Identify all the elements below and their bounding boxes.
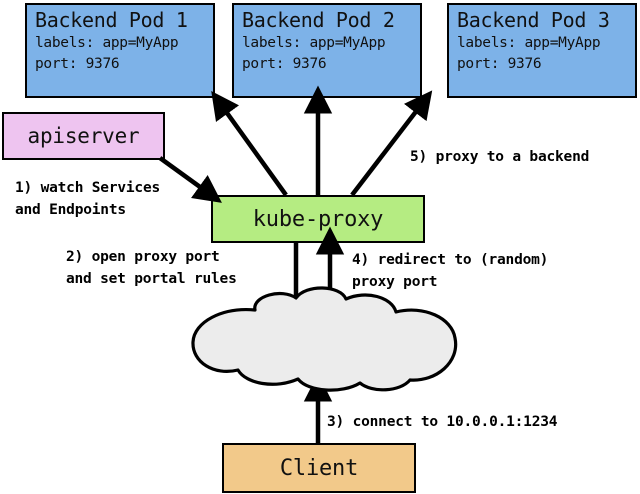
backend-pod-3-labels: labels: app=MyApp [457, 35, 601, 51]
arrow-kubeproxy-to-pod-3 [350, 90, 433, 197]
backend-pod-2-title: Backend Pod 2 [242, 8, 395, 32]
client-label: Client [279, 455, 359, 481]
step-2-line-1: 2) open proxy port [66, 249, 220, 265]
arrow-kubeproxy-to-pod-1 [211, 91, 288, 197]
step-5-line-1: 5) proxy to a backend [410, 149, 590, 165]
step-1-line-2: and Endpoints [15, 202, 126, 218]
backend-pod-1-title: Backend Pod 1 [35, 8, 188, 32]
backend-pod-3-title: Backend Pod 3 [457, 8, 610, 32]
apiserver-box[interactable]: apiserver [2, 112, 165, 160]
backend-pod-2-box[interactable]: Backend Pod 2 labels: app=MyApp port: 93… [232, 3, 422, 98]
backend-pod-1-box[interactable]: Backend Pod 1 labels: app=MyApp port: 93… [25, 3, 215, 98]
backend-pod-1-port: port: 9376 [35, 56, 120, 72]
step-2-line-2: and set portal rules [66, 271, 237, 287]
step-3-line-1: 3) connect to 10.0.0.1:1234 [327, 414, 558, 430]
apiserver-label: apiserver [27, 124, 140, 148]
backend-pod-3-box[interactable]: Backend Pod 3 labels: app=MyApp port: 93… [447, 3, 637, 98]
backend-pod-2-labels: labels: app=MyApp [242, 35, 386, 51]
client-box[interactable]: Client [222, 443, 416, 493]
arrow-apiserver-to-kubeproxy [158, 156, 222, 203]
step-1-line-1: 1) watch Services [15, 180, 161, 196]
step-4-line-2: proxy port [352, 274, 438, 290]
step-4-line-1: 4) redirect to (random) [352, 252, 549, 268]
backend-pod-3-port: port: 9376 [457, 56, 542, 72]
iptables-cloud-shape [191, 286, 458, 392]
backend-pod-1-labels: labels: app=MyApp [35, 35, 179, 51]
backend-pod-2-port: port: 9376 [242, 56, 327, 72]
